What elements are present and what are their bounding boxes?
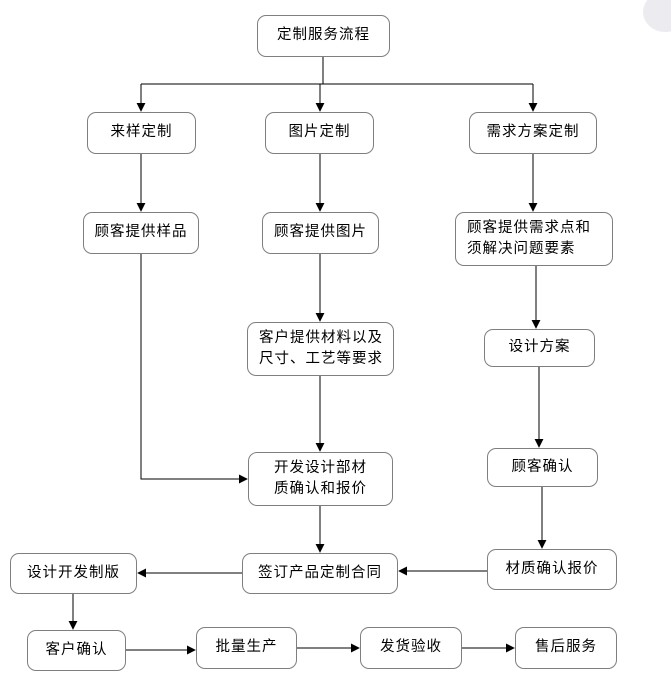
node-provide-sample: 顾客提供样品	[83, 212, 199, 254]
node-requirement-custom: 需求方案定制	[469, 112, 597, 154]
node-provide-materials: 客户提供材料以及 尺寸、工艺等要求	[247, 322, 394, 376]
node-after-sale-service: 售后服务	[515, 627, 617, 669]
node-sign-contract: 签订产品定制合同	[242, 553, 398, 594]
node-picture-custom: 图片定制	[265, 112, 374, 154]
node-provide-requirements: 顾客提供需求点和 须解决问题要素	[455, 212, 613, 266]
node-customer-confirm-plan: 顾客确认	[487, 448, 598, 487]
node-mass-production: 批量生产	[196, 627, 297, 669]
node-material-confirm-quote: 材质确认报价	[487, 549, 617, 590]
node-service-process-title: 定制服务流程	[257, 15, 390, 57]
node-sample-custom: 来样定制	[87, 112, 196, 154]
node-design-plan: 设计方案	[484, 329, 595, 367]
watermark-circle	[643, 0, 671, 32]
node-customer-confirm-final: 客户确认	[27, 630, 126, 671]
node-design-plate: 设计开发制版	[10, 553, 137, 594]
edge-providesample-devquote	[140, 254, 248, 484]
node-provide-picture: 顾客提供图片	[262, 212, 379, 254]
node-delivery-acceptance: 发货验收	[360, 627, 462, 669]
node-dev-material-quote: 开发设计部材 质确认和报价	[248, 452, 393, 506]
